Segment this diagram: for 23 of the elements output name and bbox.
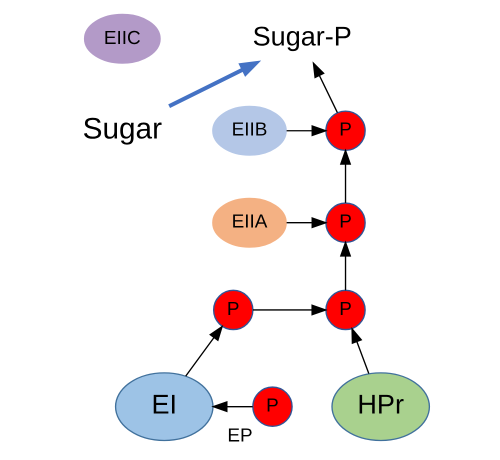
node-text: Sugar-P: [252, 21, 352, 52]
node-circle: P: [324, 202, 366, 243]
node-ellipse: EIIB: [212, 105, 286, 156]
arrow: [252, 304, 328, 316]
node-label: EP: [226, 424, 252, 446]
arrow: [339, 148, 351, 202]
node-circle: P: [212, 289, 254, 330]
arrow: [339, 240, 351, 290]
node-ellipse: EI: [114, 372, 214, 441]
node-text: Sugar: [82, 112, 162, 145]
node-ellipse: HPr: [330, 372, 430, 441]
arrow: [286, 216, 328, 228]
node-circle: P: [324, 110, 366, 151]
arrow: [210, 400, 252, 412]
arrow: [286, 124, 328, 136]
arrow: [312, 60, 338, 112]
node-circle: P: [324, 289, 366, 330]
arrow: [184, 324, 223, 376]
node-ellipse: EIIC: [83, 13, 160, 64]
arrow: [168, 60, 261, 108]
arrow: [350, 326, 369, 374]
node-ellipse: EIIA: [212, 197, 286, 248]
node-circle: P: [252, 386, 292, 426]
